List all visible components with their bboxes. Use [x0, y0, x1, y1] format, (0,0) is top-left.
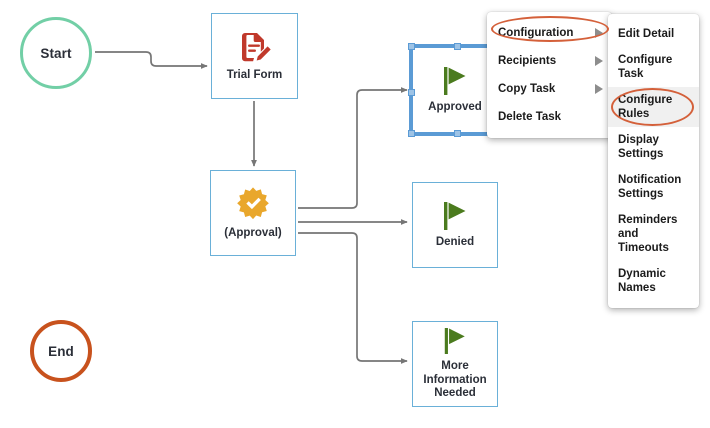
- edge-start-to-trialform: [95, 51, 208, 69]
- submenu-item-reminders-and-timeouts[interactable]: Reminders and Timeouts: [608, 207, 699, 261]
- document-edit-icon: [238, 30, 272, 64]
- node-more-information-needed[interactable]: More Information Needed: [412, 321, 498, 407]
- edge-approval-to-approved: [298, 87, 408, 209]
- menu-item-recipients-label: Recipients: [498, 55, 557, 67]
- flag-icon: [441, 66, 469, 96]
- menu-item-delete-task-label: Delete Task: [498, 111, 562, 123]
- submenu-item-configure-rules-label: Configure Rules: [618, 94, 673, 120]
- chevron-right-icon: [595, 28, 603, 38]
- menu-item-configuration[interactable]: Configuration: [487, 19, 612, 47]
- node-more-information-needed-label: More Information Needed: [423, 360, 487, 400]
- node-trial-form[interactable]: Trial Form: [211, 13, 298, 99]
- node-denied[interactable]: Denied: [412, 182, 498, 268]
- node-start[interactable]: Start: [20, 17, 92, 89]
- submenu-item-edit-detail-label: Edit Detail: [618, 28, 675, 40]
- node-trial-form-label: Trial Form: [226, 68, 283, 81]
- menu-item-copy-task-label: Copy Task: [498, 83, 556, 95]
- menu-item-configuration-label: Configuration: [498, 27, 574, 39]
- submenu-item-display-settings-label: Display Settings: [618, 134, 664, 160]
- submenu-item-configure-rules[interactable]: Configure Rules: [608, 87, 699, 127]
- submenu-item-edit-detail[interactable]: Edit Detail: [608, 21, 699, 47]
- submenu-item-notification-settings-label: Notification Settings: [618, 174, 682, 200]
- edge-approval-to-moreinfo: [298, 232, 408, 364]
- menu-item-recipients[interactable]: Recipients: [487, 47, 612, 75]
- submenu-item-display-settings[interactable]: Display Settings: [608, 127, 699, 167]
- node-end[interactable]: End: [30, 320, 92, 382]
- flag-icon: [441, 201, 469, 231]
- submenu-item-dynamic-names[interactable]: Dynamic Names: [608, 261, 699, 301]
- approval-badge-icon: [235, 186, 271, 222]
- configuration-submenu[interactable]: Edit Detail Configure Task Configure Rul…: [608, 14, 699, 308]
- node-start-label: Start: [40, 45, 72, 61]
- node-denied-label: Denied: [435, 235, 475, 248]
- node-approval[interactable]: (Approval): [210, 170, 296, 256]
- menu-item-delete-task[interactable]: Delete Task: [487, 103, 612, 131]
- menu-item-copy-task[interactable]: Copy Task: [487, 75, 612, 103]
- submenu-item-configure-task-label: Configure Task: [618, 54, 673, 80]
- submenu-item-dynamic-names-label: Dynamic Names: [618, 268, 666, 294]
- node-approved-label: Approved: [428, 100, 482, 113]
- node-approved[interactable]: Approved: [412, 47, 498, 133]
- node-approval-label: (Approval): [224, 226, 282, 239]
- chevron-right-icon: [595, 84, 603, 94]
- context-menu[interactable]: Configuration Recipients Copy Task Delet…: [487, 12, 612, 138]
- flag-icon: [442, 327, 468, 355]
- submenu-item-notification-settings[interactable]: Notification Settings: [608, 167, 699, 207]
- chevron-right-icon: [595, 56, 603, 66]
- node-end-label: End: [48, 343, 74, 359]
- submenu-item-reminders-and-timeouts-label: Reminders and Timeouts: [618, 214, 678, 254]
- submenu-item-configure-task[interactable]: Configure Task: [608, 47, 699, 87]
